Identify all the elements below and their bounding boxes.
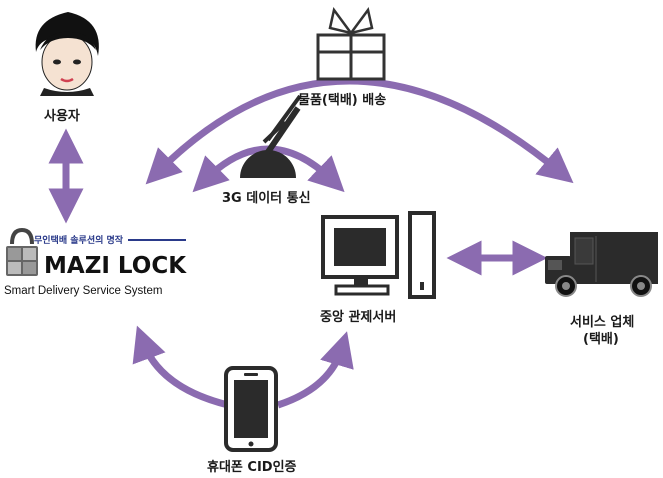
user-label: 사용자 [44,109,80,124]
brand-tagline: 무인택배 솔루션의 명작 [34,236,124,246]
mazi-lock-logo-icon [6,227,38,276]
phone-auth-label: 휴대폰 CID인증 [207,460,297,475]
delivery-label: 물품(택배) 배송 [298,93,387,108]
data-comm-label: 3G 데이터 통신 [222,191,311,206]
user-avatar-icon [35,12,99,96]
gift-box-icon [316,7,386,81]
phone-brand-arc-arrow [132,325,229,409]
delivery-truck-icon [545,232,658,297]
company-label-line1: 서비스 업체 [570,315,635,330]
mobile-phone-icon [224,366,278,452]
brand-tagline-rule [128,239,186,241]
delivery-arc-arrow [145,77,574,185]
antenna-icon [240,94,302,178]
server-label: 중앙 관제서버 [320,310,397,325]
phone-server-arc-arrow [276,331,354,409]
server-computer-icon [321,211,436,299]
company-label-line2: (택배) [583,332,619,347]
brand-subtitle: Smart Delivery Service System [4,285,163,297]
brand-name: MAZI LOCK [44,253,187,279]
